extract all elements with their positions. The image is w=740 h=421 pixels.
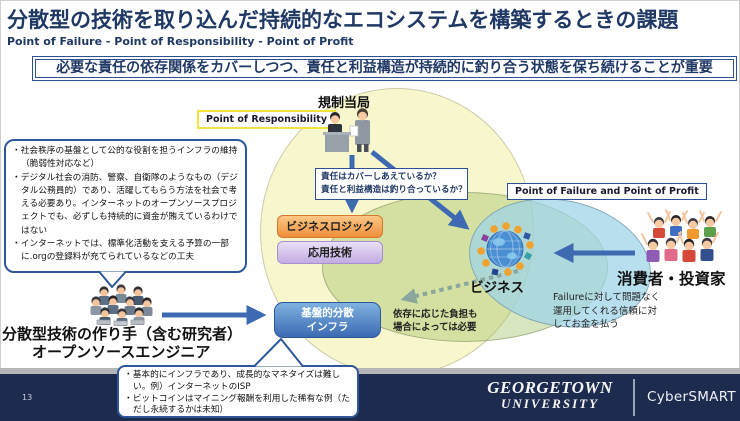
monetization-bubble: ・基本的にインフラであり、成長的なマネタイズは難しい。例）インターネットのISP… [117, 365, 359, 418]
applied-tech-box: 応用技術 [277, 241, 383, 264]
infra-line2: インフラ [306, 320, 349, 333]
page-subtitle: Point of Failure - Point of Responsibili… [7, 35, 354, 48]
bottom-bubble-tail [253, 338, 304, 368]
engineers-icon [90, 284, 153, 326]
regulator-label: 規制当局 [318, 96, 371, 111]
left-bubble-tail [98, 270, 127, 288]
consumers-label: 消費者・投資家 [617, 270, 726, 288]
left-bubble-bullet-3: ・インターネットでは、標準化活動を支える予算の一部に.orgの登録料が充てられて… [12, 239, 229, 263]
infra-box: 基盤的分散 インフラ [274, 302, 381, 338]
point-of-responsibility-label: Point of Responsibility [197, 110, 337, 129]
payment-note: Failureに対して問題なく 運用してくれる信頼に対 してお金を払う [553, 292, 660, 330]
point-of-failure-profit-label: Point of Failure and Point of Profit [507, 183, 707, 200]
left-bubble-bullet-2: ・デジタル社会の消防、警察、自衛隊のようなもの（デジタル公務員的）であり、活躍し… [12, 172, 238, 236]
business-label: ビジネス [470, 280, 524, 296]
georgetown-logo: GEORGETOWN UNIVERSITY [487, 378, 613, 411]
question-line1: 責任はカバーしあえているか？ [321, 172, 441, 182]
key-message-box: 必要な責任の依存関係をカバーしつつ、責任と利益構造が持続的に釣り合う状態を保ち続… [32, 56, 737, 81]
cybersmart-logo: CyberSMART [647, 389, 736, 405]
slide-bottom-strip [0, 368, 740, 375]
infra-maintenance-bubble: ・社会秩序の基盤として公的な役割を担うインフラの維持（脆弱性対応など） ・デジタ… [4, 139, 247, 273]
bottom-bubble-bullet-2: ・ビットコインはマイニング報酬を利用した稀有な例（ただし永続するかは未知） [124, 393, 350, 416]
makers-label-line1: 分散型技術の作り手（含む研究者） [2, 325, 243, 343]
question-line2: 責任と利益構造は釣り合っているか？ [321, 185, 467, 195]
left-bubble-bullet-1: ・社会秩序の基盤として公的な役割を担うインフラの維持（脆弱性対応など） [12, 146, 238, 170]
bottom-bubble-bullet-1: ・基本的にインフラであり、成長的なマネタイズは難しい。例）インターネットのISP [124, 370, 341, 392]
business-logic-box: ビジネスロジック [277, 215, 383, 238]
consumers-icon [641, 209, 722, 262]
page-title: 分散型の技術を取り込んだ持続的なエコシステムを構築するときの課題 [7, 8, 679, 32]
responsibility-question-box: 責任はカバーしあえているか？ 責任と利益構造は釣り合っているか？ [315, 168, 468, 200]
dependency-note: 依存に応じた負担も 場合によっては必要 [393, 309, 478, 333]
footer-divider [633, 379, 635, 416]
infra-line1: 基盤的分散 [301, 307, 354, 319]
makers-label-line2: オープンソースエンジニア [32, 343, 211, 361]
page-number: 13 [22, 393, 33, 402]
